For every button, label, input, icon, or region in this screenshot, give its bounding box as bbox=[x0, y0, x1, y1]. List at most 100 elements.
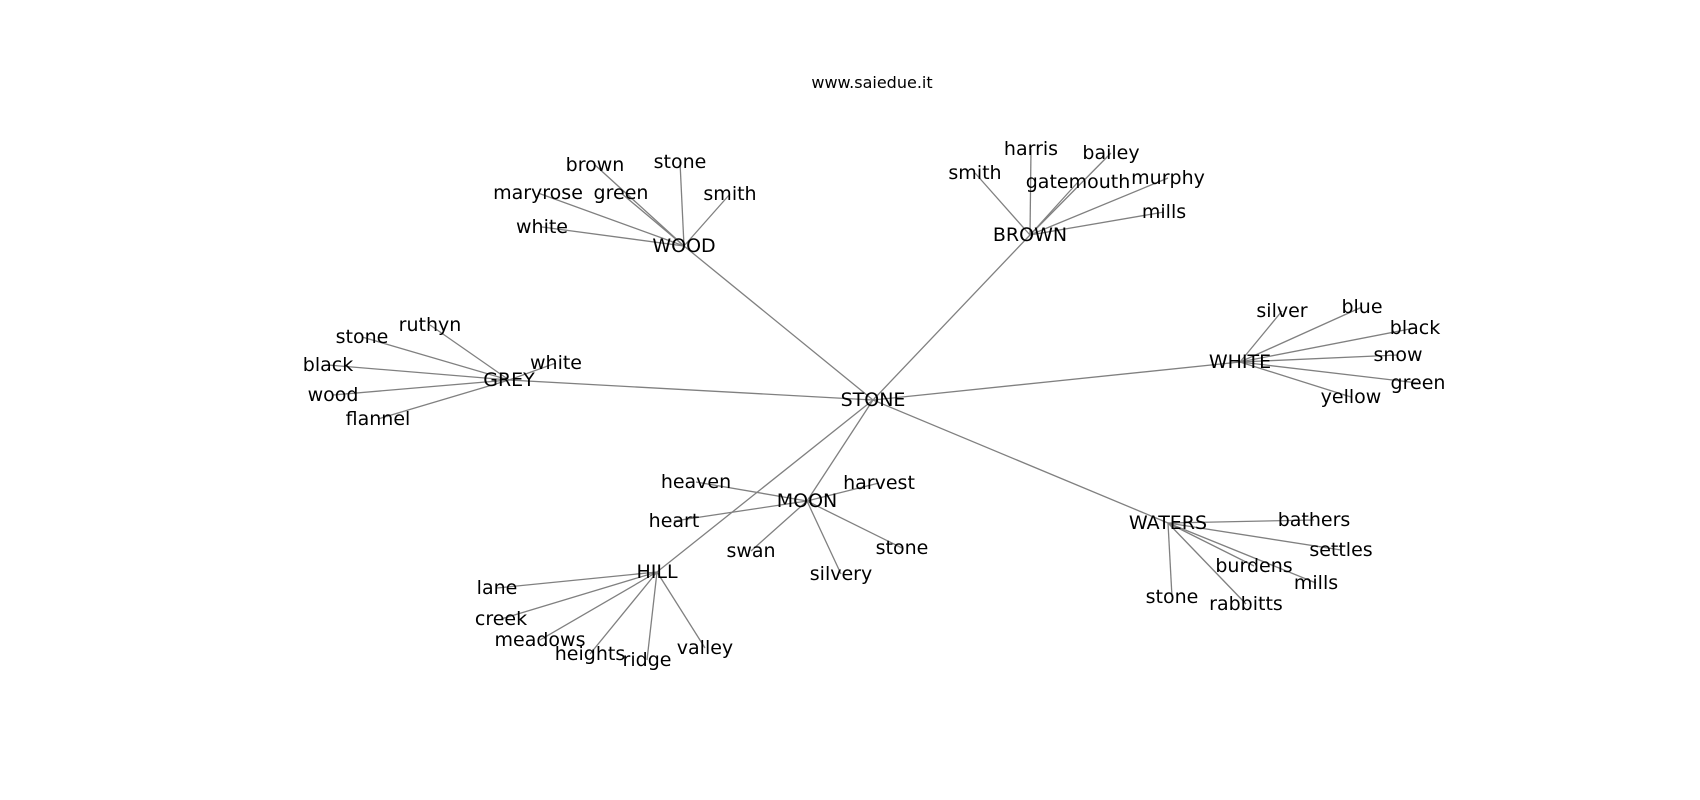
edge-waters-burdens bbox=[1167, 522, 1255, 567]
edge-moon-swan bbox=[750, 500, 808, 552]
center-node: STONE bbox=[841, 389, 906, 411]
edge-waters-bathers bbox=[1167, 519, 1315, 524]
edge-white-silver bbox=[1239, 310, 1283, 363]
leaf-node-waters-mills: mills bbox=[1294, 572, 1338, 594]
edge-wood-white bbox=[541, 226, 685, 247]
leaf-node-wood-smith: smith bbox=[703, 183, 756, 205]
edge-waters-stone bbox=[1167, 522, 1173, 598]
edge-white-black bbox=[1239, 327, 1416, 363]
hub-node-white: WHITE bbox=[1209, 351, 1271, 373]
leaf-node-grey-ruthyn: ruthyn bbox=[399, 314, 462, 336]
leaf-node-moon-stone: stone bbox=[876, 537, 929, 559]
edge-waters-settles bbox=[1167, 522, 1342, 551]
edge-moon-silvery bbox=[806, 500, 842, 575]
edge-moon-stone bbox=[806, 500, 903, 549]
edge-white-blue bbox=[1239, 306, 1363, 363]
edge-center-waters bbox=[872, 399, 1169, 524]
edge-center-hill bbox=[656, 399, 874, 573]
node-labels: STONE WOOD brown stone maryrose green smith whi… bbox=[303, 138, 1446, 671]
leaf-node-white-snow: snow bbox=[1373, 344, 1422, 366]
edge-brown-smith bbox=[974, 172, 1031, 236]
leaf-node-wood-brown: brown bbox=[566, 154, 625, 176]
leaf-node-wood-stone: stone bbox=[654, 151, 707, 173]
leaf-node-hill-ridge: ridge bbox=[623, 649, 672, 671]
edge-center-brown bbox=[872, 234, 1031, 401]
leaf-node-hill-creek: creek bbox=[475, 608, 527, 630]
edge-hill-heights bbox=[589, 571, 658, 655]
edge-hill-valley bbox=[656, 571, 706, 649]
edge-white-green bbox=[1239, 361, 1419, 384]
edge-white-snow bbox=[1239, 354, 1399, 363]
leaf-node-brown-murphy: murphy bbox=[1131, 167, 1205, 189]
leaf-node-moon-harvest: harvest bbox=[843, 472, 915, 494]
leaf-node-wood-green: green bbox=[594, 182, 649, 204]
leaf-node-grey-wood: wood bbox=[308, 384, 359, 406]
edge-brown-murphy bbox=[1029, 177, 1169, 236]
hub-node-moon: MOON bbox=[777, 490, 838, 512]
leaf-node-white-silver: silver bbox=[1256, 300, 1307, 322]
leaf-node-hill-meadows: meadows bbox=[495, 629, 586, 651]
edge-hill-meadows bbox=[539, 571, 658, 641]
leaf-node-waters-bathers: bathers bbox=[1278, 509, 1351, 531]
leaf-node-moon-silvery: silvery bbox=[810, 563, 872, 585]
edge-center-wood bbox=[683, 245, 874, 401]
edge-hill-lane bbox=[496, 571, 658, 589]
edges bbox=[327, 148, 1419, 661]
hub-node-grey: GREY bbox=[483, 369, 535, 391]
leaf-node-waters-rabbitts: rabbitts bbox=[1209, 593, 1283, 615]
edge-wood-stone bbox=[679, 161, 685, 247]
edge-grey-black bbox=[327, 364, 510, 381]
leaf-node-hill-lane: lane bbox=[477, 577, 518, 599]
leaf-node-brown-smith: smith bbox=[948, 162, 1001, 184]
leaf-node-wood-white: white bbox=[516, 216, 568, 238]
leaf-node-white-blue: blue bbox=[1341, 296, 1382, 318]
edge-center-grey bbox=[508, 379, 874, 401]
edge-hill-ridge bbox=[646, 571, 658, 661]
edge-grey-white bbox=[508, 362, 557, 381]
edge-center-moon bbox=[806, 399, 874, 502]
hub-node-hill: HILL bbox=[636, 561, 677, 583]
hub-node-waters: WATERS bbox=[1129, 512, 1207, 534]
edge-brown-gatemouth bbox=[1029, 181, 1079, 236]
edge-moon-heart bbox=[673, 500, 808, 522]
leaf-node-brown-gatemouth: gatemouth bbox=[1026, 171, 1131, 193]
edge-center-white bbox=[872, 361, 1241, 401]
edge-brown-harris bbox=[1029, 148, 1032, 236]
edge-hill-creek bbox=[500, 571, 658, 620]
leaf-node-white-green: green bbox=[1391, 372, 1446, 394]
leaf-node-moon-heart: heart bbox=[649, 510, 700, 532]
hub-node-wood: WOOD bbox=[652, 235, 715, 257]
edge-wood-green bbox=[620, 192, 685, 247]
edge-wood-maryrose bbox=[537, 192, 685, 247]
edge-grey-ruthyn bbox=[429, 324, 510, 381]
leaf-node-brown-mills: mills bbox=[1142, 201, 1186, 223]
edge-grey-stone bbox=[361, 336, 510, 381]
edge-brown-mills bbox=[1029, 211, 1165, 236]
leaf-node-moon-swan: swan bbox=[726, 540, 775, 562]
leaf-node-hill-valley: valley bbox=[677, 637, 733, 659]
edge-grey-wood bbox=[332, 379, 510, 396]
edge-wood-smith bbox=[683, 193, 731, 247]
leaf-node-waters-burdens: burdens bbox=[1215, 555, 1292, 577]
leaf-node-white-yellow: yellow bbox=[1321, 386, 1382, 408]
leaf-node-grey-flannel: flannel bbox=[346, 408, 411, 430]
leaf-node-waters-stone: stone bbox=[1146, 586, 1199, 608]
leaf-node-grey-black: black bbox=[303, 354, 353, 376]
edge-waters-rabbitts bbox=[1167, 522, 1247, 605]
leaf-node-grey-white: white bbox=[530, 352, 582, 374]
edge-white-yellow bbox=[1239, 361, 1352, 398]
edge-brown-bailey bbox=[1029, 152, 1112, 236]
leaf-node-white-black: black bbox=[1390, 317, 1440, 339]
leaf-node-brown-bailey: bailey bbox=[1082, 142, 1139, 164]
edge-moon-harvest bbox=[806, 482, 880, 502]
leaf-node-moon-heaven: heaven bbox=[661, 471, 731, 493]
leaf-node-waters-settles: settles bbox=[1309, 539, 1372, 561]
edge-moon-heaven bbox=[695, 481, 808, 502]
leaf-node-grey-stone: stone bbox=[336, 326, 389, 348]
edge-wood-brown bbox=[594, 164, 685, 247]
edge-waters-mills bbox=[1167, 522, 1317, 584]
leaf-node-wood-maryrose: maryrose bbox=[493, 182, 583, 204]
edge-grey-flannel bbox=[377, 379, 510, 420]
hub-node-brown: BROWN bbox=[993, 224, 1067, 246]
